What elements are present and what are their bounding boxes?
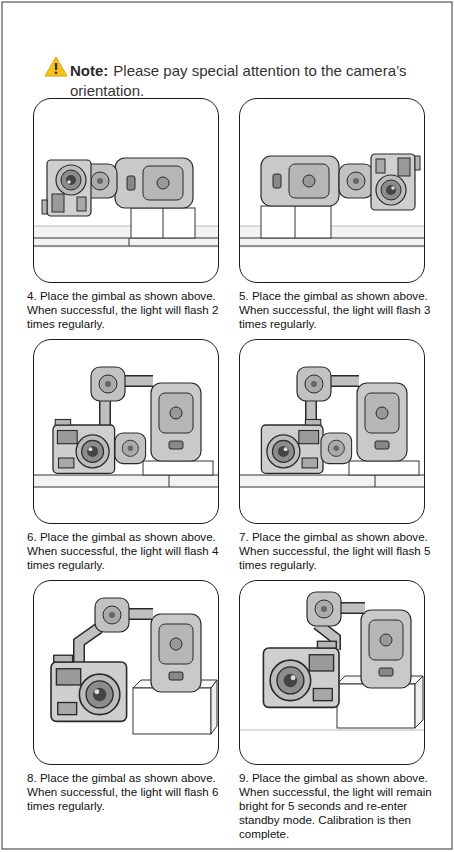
image-frame [33,580,219,765]
step-caption: 4. Place the gimbal as shown above. When… [27,289,221,331]
step-panel: 6. Place the gimbal as shown above. When… [27,339,233,589]
step-panel: 8. Place the gimbal as shown above. When… [27,580,233,830]
step-caption: 5. Place the gimbal as shown above. When… [239,289,433,331]
illustration-part [55,72,58,75]
image-frame [239,98,425,283]
step-panel: 5. Place the gimbal as shown above. When… [233,98,439,348]
warning-icon [45,57,67,76]
note-heading: Note: [70,62,108,79]
illustration-part [55,63,57,70]
step-caption: 8. Place the gimbal as shown above. When… [27,771,221,813]
step-caption: 9. Place the gimbal as shown above. When… [239,771,433,841]
step-panel: 4. Place the gimbal as shown above. When… [27,98,233,348]
step-panel: 7. Place the gimbal as shown above. When… [233,339,439,589]
step-caption: 7. Place the gimbal as shown above. When… [239,530,433,572]
step-caption: 6. Place the gimbal as shown above. When… [27,530,221,572]
illustration-part [45,57,67,76]
step-panel: 9. Place the gimbal as shown above. When… [233,580,439,830]
image-frame [33,339,219,524]
note-text: Please pay special attention to the came… [70,62,407,99]
image-frame [33,98,219,283]
note-line: Note:Please pay special attention to the… [70,61,438,101]
image-frame [239,339,425,524]
image-frame [239,580,425,765]
